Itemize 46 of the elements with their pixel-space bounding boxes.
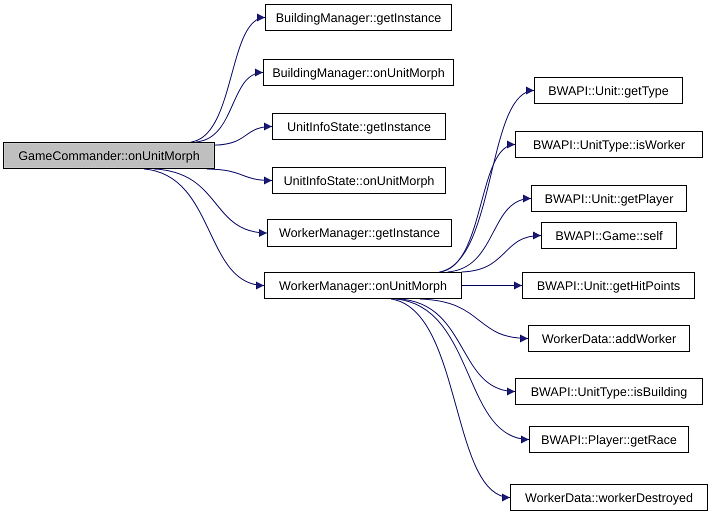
- function-box: [267, 219, 452, 247]
- function-box: [272, 113, 446, 140]
- function-box: [515, 378, 703, 405]
- function-box: [531, 185, 687, 212]
- function-box: [272, 167, 446, 194]
- function-box: [534, 77, 683, 104]
- call-arrow: [395, 298, 530, 442]
- function-box: [515, 131, 703, 158]
- function-box: [263, 59, 454, 86]
- function-name: WorkerManager::onUnitMorph: [279, 278, 447, 292]
- call-arrow: [419, 298, 528, 342]
- function-name: BuildingManager::onUnitMorph: [272, 66, 445, 80]
- call-arrow: [390, 298, 510, 500]
- call-arrow: [461, 232, 542, 272]
- function-box: [541, 222, 677, 249]
- function-name: GameCommander::onUnitMorph: [18, 148, 200, 162]
- function-name: BWAPI::Unit::getType: [548, 84, 669, 98]
- call-arrow: [462, 282, 522, 290]
- function-name: UnitInfoState::getInstance: [287, 120, 431, 134]
- function-name: WorkerData::addWorker: [542, 332, 676, 346]
- function-box: [528, 325, 690, 352]
- function-name: BWAPI::UnitType::isWorker: [532, 138, 686, 152]
- function-name: BuildingManager::getInstance: [276, 10, 442, 24]
- call-arrow: [196, 70, 264, 142]
- function-name: BWAPI::Unit::getPlayer: [544, 192, 674, 206]
- call-arrow: [440, 142, 516, 272]
- selected-function-box: [3, 142, 215, 169]
- call-arrow: [447, 196, 532, 272]
- function-box: [522, 272, 695, 299]
- call-arrow: [154, 168, 268, 236]
- function-box: [510, 484, 708, 511]
- function-name: BWAPI::Game::self: [555, 228, 663, 242]
- function-name: BWAPI::Unit::getHitPoints: [536, 278, 680, 292]
- function-name: UnitInfoState::onUnitMorph: [284, 174, 434, 188]
- function-name: WorkerManager::getInstance: [279, 226, 440, 240]
- function-box: [265, 4, 452, 31]
- call-arrow: [144, 168, 264, 288]
- function-name: BWAPI::UnitType::isBuilding: [530, 384, 688, 398]
- function-name: WorkerData::workerDestroyed: [525, 490, 693, 504]
- function-box: [529, 426, 689, 453]
- function-name: BWAPI::Player::getRace: [541, 432, 677, 446]
- call-arrow: [206, 168, 272, 184]
- call-arrow: [190, 16, 266, 142]
- function-box: [264, 272, 462, 299]
- call-arrow: [438, 89, 534, 272]
- call-arrow: [214, 122, 272, 146]
